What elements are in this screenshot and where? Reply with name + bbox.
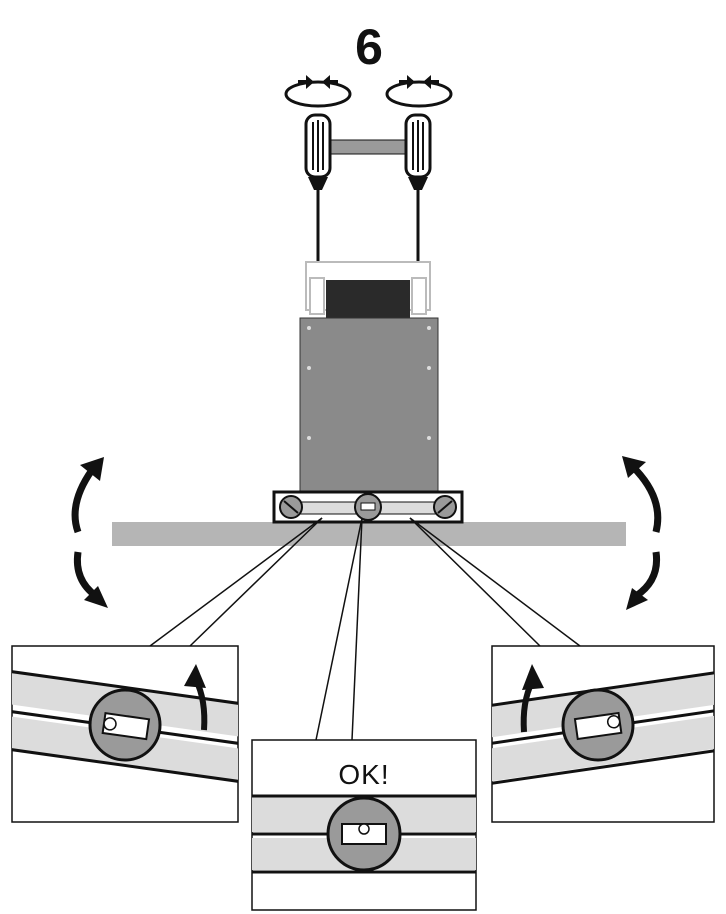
detail-right <box>491 645 715 823</box>
adjust-screw[interactable] <box>433 495 457 519</box>
mounting-bracket <box>327 139 417 155</box>
callout-lines <box>149 517 581 741</box>
hood-body <box>299 317 439 497</box>
shelf-surface <box>112 522 626 546</box>
curved-arrow-icon <box>633 467 662 599</box>
turn-arrow-icon <box>522 664 544 690</box>
rotate-icon <box>385 75 453 108</box>
level-vial <box>354 493 382 521</box>
detail-center: OK! <box>251 739 477 911</box>
detail-left <box>11 645 239 823</box>
hood-chimney <box>326 280 410 320</box>
curved-arrow-icon <box>626 588 648 610</box>
curved-arrow-icon <box>71 467 99 599</box>
rotate-icon <box>284 75 352 108</box>
step-number: 6 <box>355 19 383 75</box>
screwdriver-icon <box>404 113 432 274</box>
curved-arrow-icon <box>84 586 108 608</box>
adjust-screw[interactable] <box>279 495 303 519</box>
ok-label: OK! <box>338 759 389 790</box>
turn-arrow-icon <box>184 664 206 688</box>
screwdriver-icon <box>304 113 332 274</box>
curved-arrow-icon <box>80 457 104 481</box>
curved-arrow-icon <box>622 456 646 478</box>
level-bar <box>272 490 464 524</box>
